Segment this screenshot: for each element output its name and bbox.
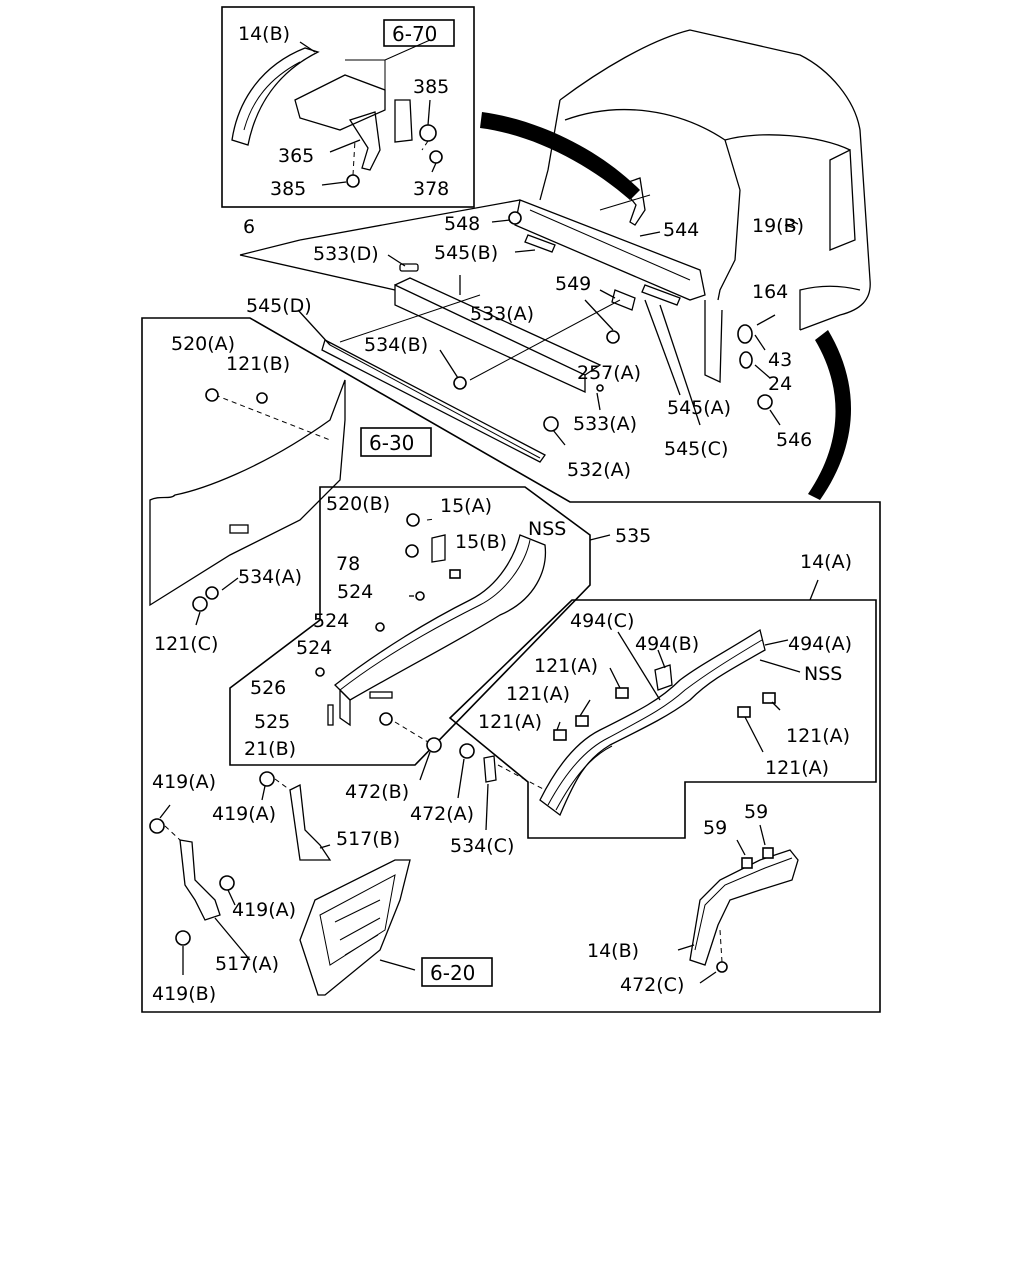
leaders-top <box>239 194 796 446</box>
part-label: NSS <box>804 663 842 685</box>
part-label: 546 <box>776 429 812 451</box>
part-label: 365 <box>278 145 314 167</box>
part-label: 419(A) <box>232 899 296 921</box>
part-label: 524 <box>313 610 349 632</box>
part-label: NSS <box>528 518 566 540</box>
ref-box-6-70 <box>383 19 455 47</box>
part-label: 494(A) <box>788 633 852 655</box>
part-label: 532(A) <box>567 459 631 481</box>
part-label: 385 <box>270 178 306 200</box>
part-label: 24 <box>768 373 792 395</box>
part-label: 59 <box>744 801 768 823</box>
part-label: 526 <box>250 677 286 699</box>
part-label: 472(C) <box>620 974 684 996</box>
part-label: 121(A) <box>786 725 850 747</box>
lower-assembly-box <box>141 317 881 1013</box>
part-label: 43 <box>768 349 792 371</box>
part-label: 14(B) <box>238 23 290 45</box>
part-label: 534(B) <box>364 334 428 356</box>
part-label: 419(A) <box>212 803 276 825</box>
part-label: 494(C) <box>570 610 634 632</box>
part-label: 15(B) <box>455 531 507 553</box>
part-label: 517(A) <box>215 953 279 975</box>
part-label: 534(A) <box>238 566 302 588</box>
part-label: 472(B) <box>345 781 409 803</box>
inset-detail-box <box>221 6 475 208</box>
part-label: 533(A) <box>470 303 534 325</box>
part-label: 15(A) <box>440 495 492 517</box>
part-label: 14(A) <box>800 551 852 573</box>
part-label: 544 <box>663 219 699 241</box>
part-label: 535 <box>615 525 651 547</box>
part-label: 545(B) <box>434 242 498 264</box>
ref-6-30[interactable]: 6-30 <box>369 431 414 455</box>
part-label: 121(A) <box>478 711 542 733</box>
part-label: 534(C) <box>450 835 514 857</box>
part-label: 533(A) <box>573 413 637 435</box>
truck-cab <box>514 29 871 384</box>
part-label: 494(B) <box>635 633 699 655</box>
ref-box-6-20 <box>421 957 493 987</box>
part-label: 549 <box>555 273 591 295</box>
part-label: 378 <box>413 178 449 200</box>
part-label: 14(B) <box>587 940 639 962</box>
part-label: 164 <box>752 281 788 303</box>
part-label: 533(D) <box>313 243 379 265</box>
part-label: 6 <box>243 216 255 238</box>
part-label: 121(A) <box>506 683 570 705</box>
part-label: 121(A) <box>765 757 829 779</box>
part-label: 121(A) <box>534 655 598 677</box>
part-label: 517(B) <box>336 828 400 850</box>
part-label: 385 <box>413 76 449 98</box>
part-label: 524 <box>337 581 373 603</box>
part-label: 59 <box>703 817 727 839</box>
part-label: 121(C) <box>154 633 218 655</box>
part-label: 520(B) <box>326 493 390 515</box>
part-label: 520(A) <box>171 333 235 355</box>
part-label: 419(B) <box>152 983 216 1005</box>
part-label: 78 <box>336 553 360 575</box>
part-label: 524 <box>296 637 332 659</box>
callout-arrow-top <box>480 112 640 200</box>
part-label: 545(D) <box>246 295 312 317</box>
part-label: 19(B) <box>752 215 804 237</box>
front-panel-assembly <box>321 211 799 463</box>
ref-6-20[interactable]: 6-20 <box>430 961 475 985</box>
part-label: 419(A) <box>152 771 216 793</box>
part-label: 545(A) <box>667 397 731 419</box>
callout-arrow-right <box>808 330 852 500</box>
part-label: 21(B) <box>244 738 296 760</box>
part-label: 472(A) <box>410 803 474 825</box>
part-label: 257(A) <box>577 362 641 384</box>
part-labels: 14(B) 385 365 385 378 548 544 19(B) 6 53… <box>152 23 852 1005</box>
part-label: 525 <box>254 711 290 733</box>
part-label: 548 <box>444 213 480 235</box>
ref-6-70[interactable]: 6-70 <box>392 22 437 46</box>
ref-box-6-30 <box>360 427 432 457</box>
part-label: 121(B) <box>226 353 290 375</box>
part-label: 545(C) <box>664 438 728 460</box>
